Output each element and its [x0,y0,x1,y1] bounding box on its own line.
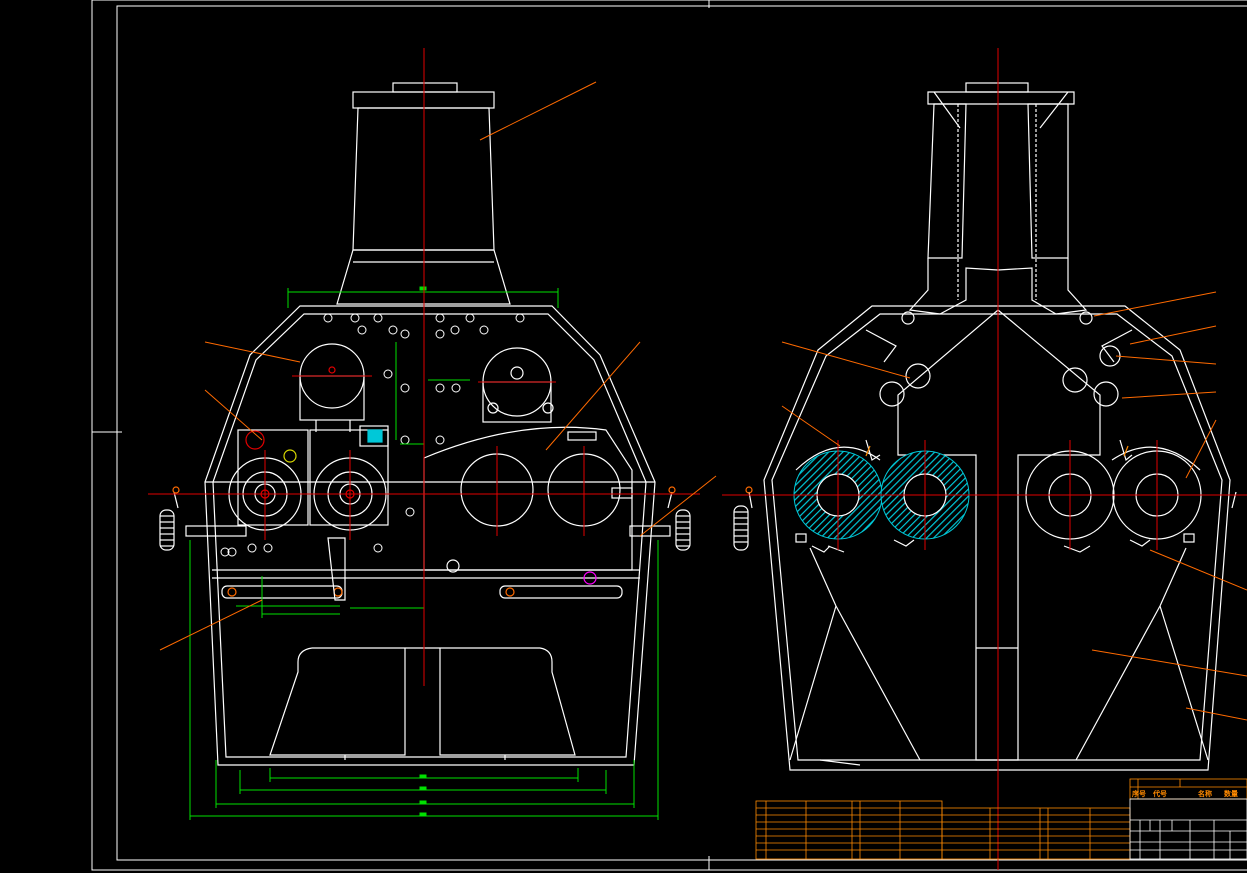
drawing-frame [91,0,1247,871]
title-block [755,778,1247,860]
gearbox-housing [423,426,633,571]
centerlines [148,48,700,686]
handwheel-left [159,486,180,551]
section-chutes [789,605,1209,766]
linkage-and-cylinders [185,525,671,601]
roll-drive-middle [309,425,389,531]
title-block-header-name: 名称 [1198,789,1212,798]
front-view [148,48,717,820]
feed-rollers [865,311,1133,407]
title-block-header-qty: 数量 [1224,789,1238,798]
scraper-assemblies [795,439,1195,607]
bolt-holes [220,313,525,557]
motor-right [482,347,554,423]
section-body [763,305,1231,771]
section-leader-lines [781,291,1247,721]
title-block-header-code: 代号 [1152,789,1167,798]
roll-drive-left [228,429,309,531]
dimension-lines [189,286,659,820]
section-view [722,48,1247,870]
title-block-header-seq: 序号 [1131,789,1146,798]
leader-lines [159,81,717,651]
machine-body [204,305,656,766]
motor-left [299,343,365,432]
discharge-chutes [269,647,576,760]
section-centerlines [722,48,1247,870]
handwheel-right [667,486,691,551]
